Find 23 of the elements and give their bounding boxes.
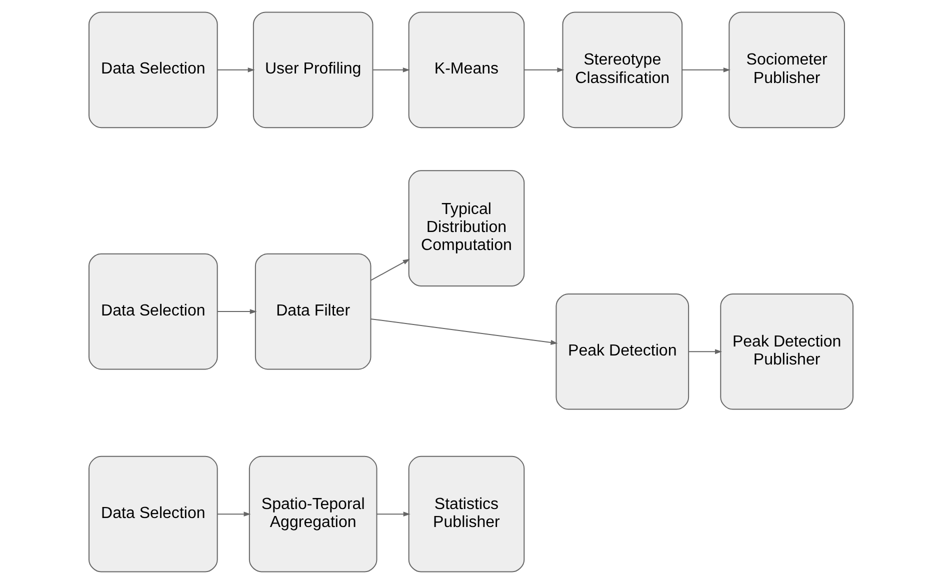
node-box: Stereotype Classification	[562, 12, 682, 128]
arrow	[217, 309, 256, 314]
node-box: Peak Detection Publisher	[720, 294, 853, 410]
arrow	[370, 318, 558, 345]
node-box: Peak Detection	[555, 294, 689, 410]
arrow	[682, 67, 730, 72]
node-box: Spatio-Teporal Aggregation	[248, 456, 377, 572]
node-box: User Profiling	[252, 12, 373, 128]
node-box: Sociometer Publisher	[728, 12, 844, 128]
arrow	[376, 512, 410, 517]
node-box: K-Means	[408, 12, 524, 128]
arrow	[370, 258, 410, 281]
arrow	[217, 67, 254, 72]
node-box: Data Selection	[88, 253, 218, 370]
node-box: Statistics Publisher	[408, 456, 524, 572]
arrow	[524, 67, 564, 72]
arrow	[217, 512, 250, 517]
node-box: Data Filter	[254, 253, 371, 370]
node-box: Data Selection	[88, 12, 218, 128]
node-box: Data Selection	[88, 456, 218, 572]
arrow	[372, 67, 410, 72]
arrow	[688, 349, 722, 354]
node-box: Typical Distribution Computation	[408, 170, 524, 286]
